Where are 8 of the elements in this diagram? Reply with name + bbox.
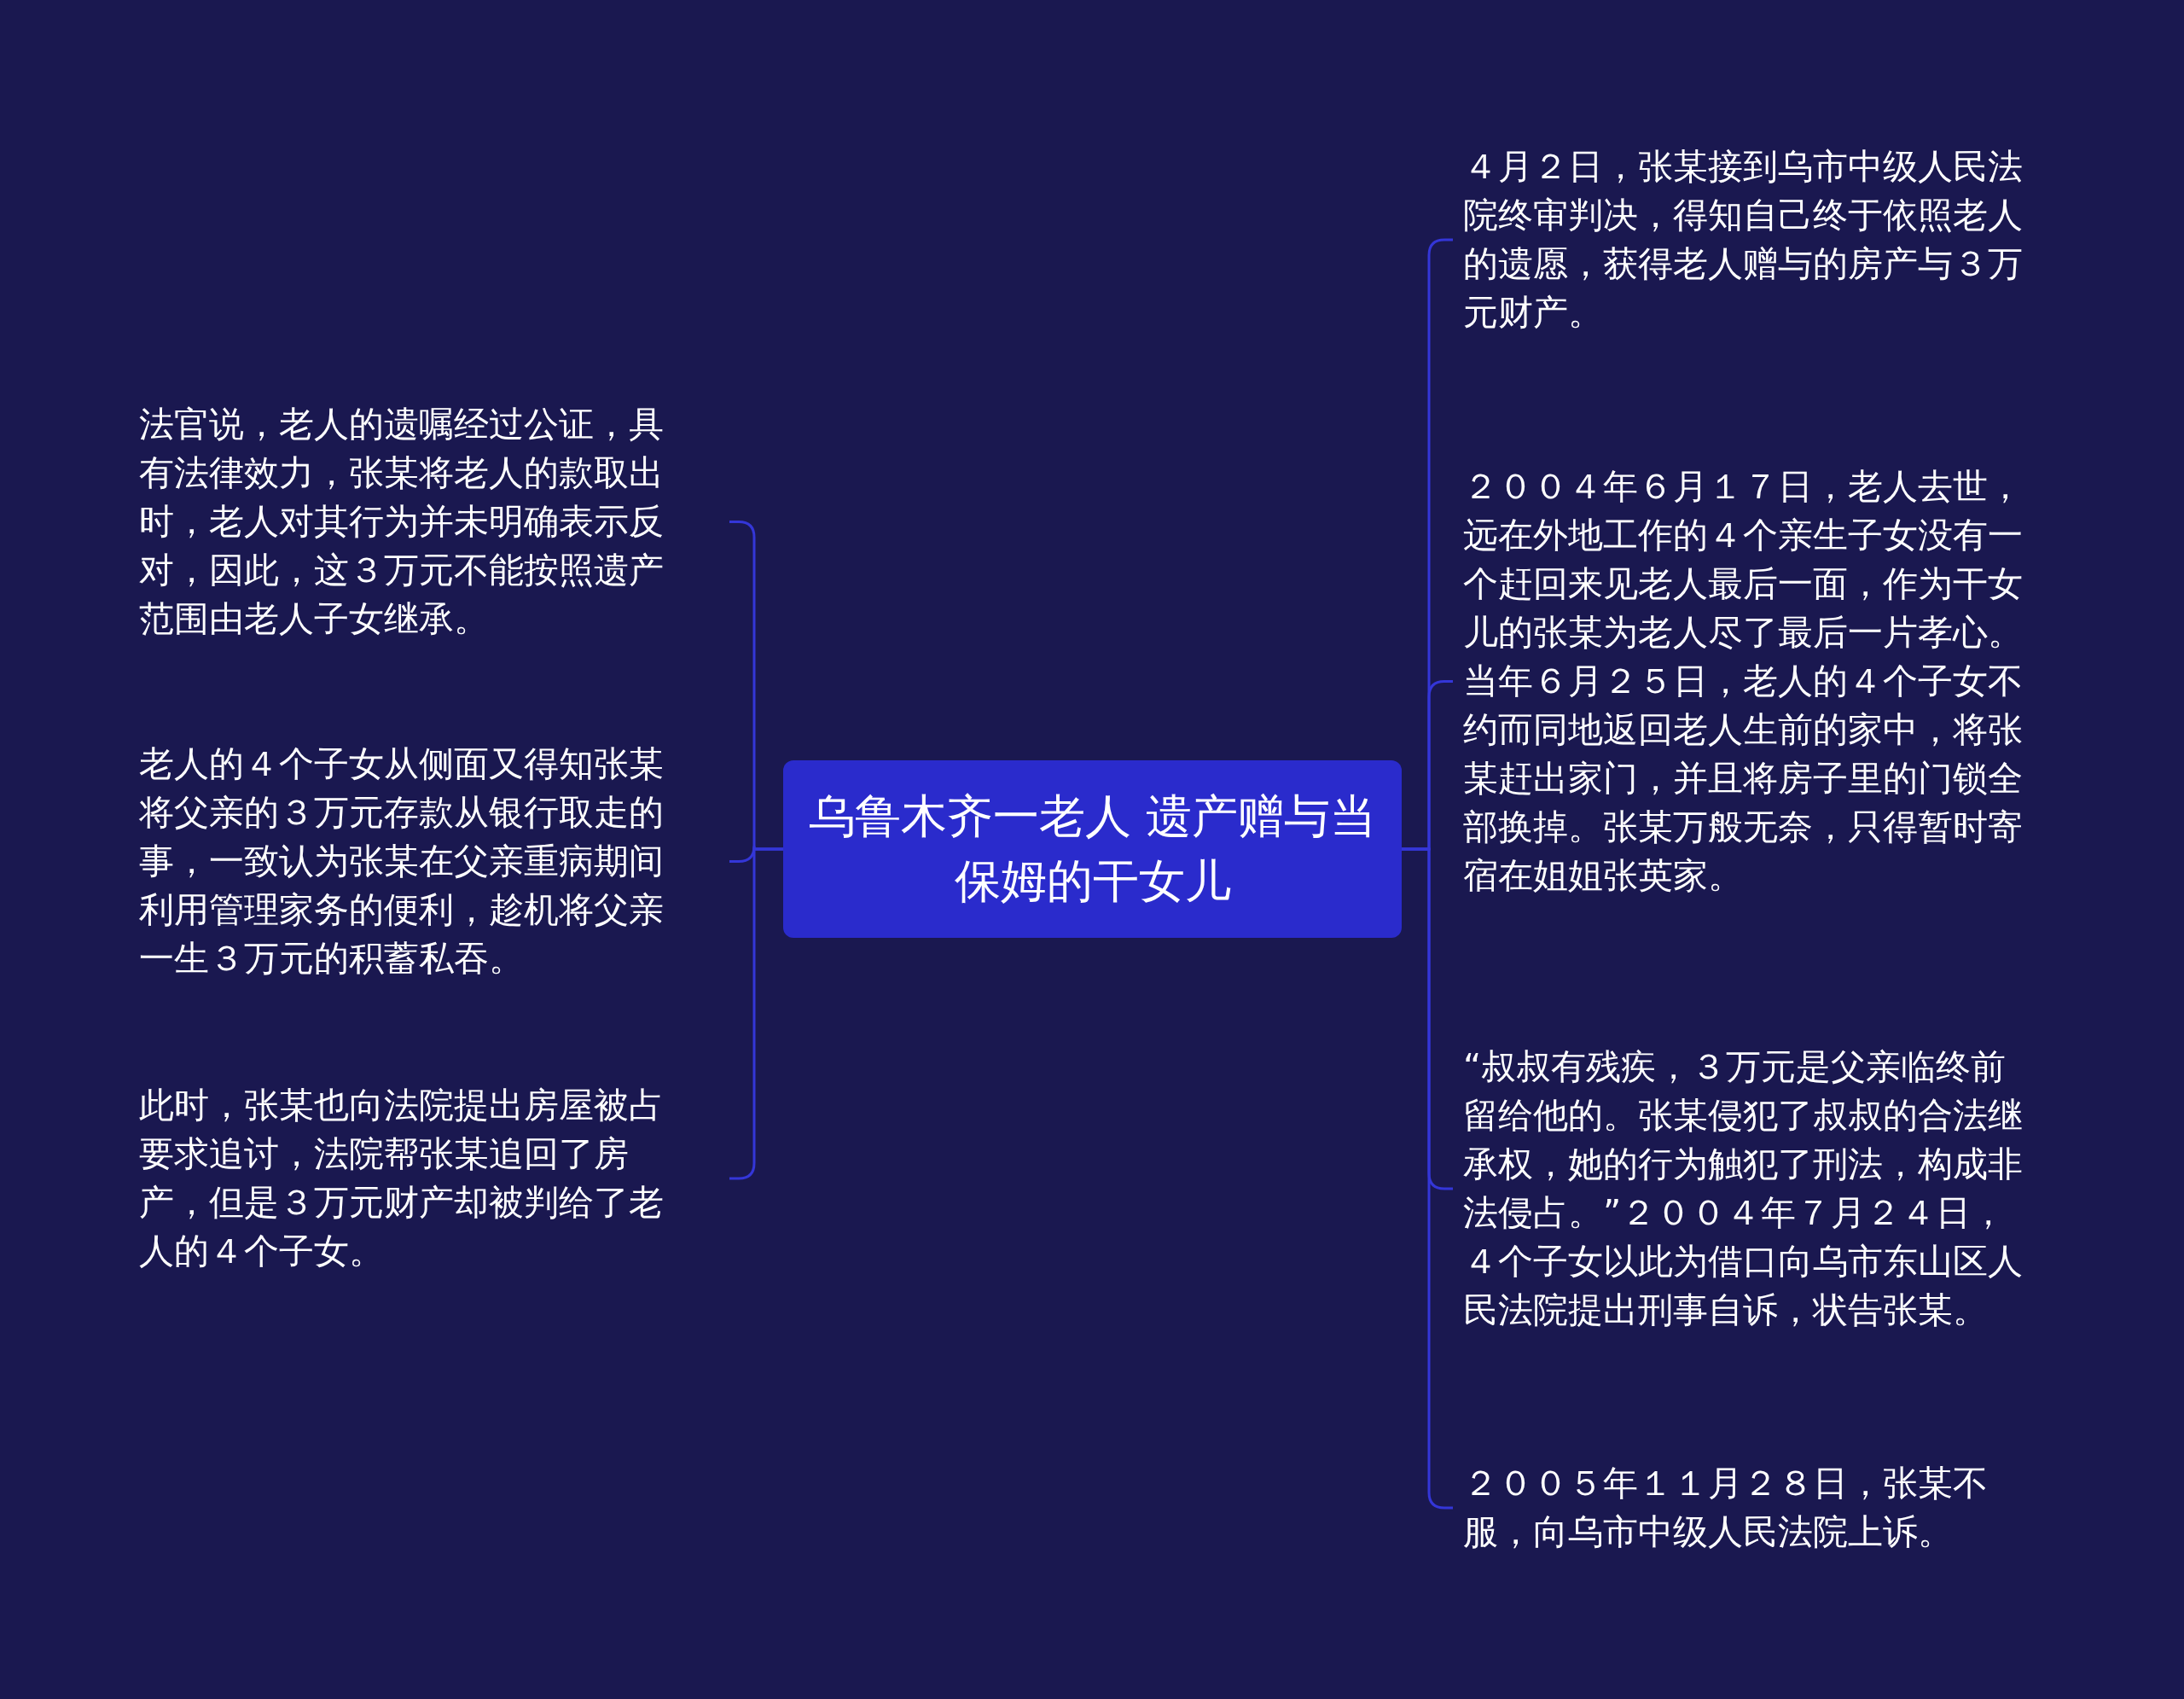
topic-text: “叔叔有残疾，３万元是父亲临终前留给他的。张某侵犯了叔叔的合法继承权，她的行为触犯了刑法，构成非法侵占。”２００４年７月２４日，４个子女以此为借口向乌市东山区人民法院提出刑事自诉，状告张某。 <box>1453 1043 2033 1335</box>
topic-text: ４月２日，张某接到乌市中级人民法院终审判决，得知自己终于依照老人的遗愿，获得老人赠与的房产与３万元财产。 <box>1453 143 2033 337</box>
topic-text: 老人的４个子女从侧面又得知张某将父亲的３万元存款从银行取走的事，一致认为张某在父亲重病期间利用管理家务的便利，趁机将父亲一生３万元的积蓄私吞。 <box>139 739 729 983</box>
topic-text: ２００４年６月１７日，老人去世，远在外地工作的４个亲生子女没有一个赶回来见老人最后一面，作为干女儿的张某为老人尽了最后一片孝心。当年６月２５日，老人的４个子女不约而同地返回老人生前的家中，将张某赶出家门，并且将房子里的门锁全部换掉。张某万般无奈，只得暂时寄宿在姐姐张英家。 <box>1453 462 2033 900</box>
central-topic: 乌鲁木齐一老人 遗产赠与当保姆的干女儿 <box>783 760 1402 938</box>
topic-text: ２００５年１１月２８日，张某不服，向乌市中级人民法院上诉。 <box>1453 1459 2033 1556</box>
topic-text: 法官说，老人的遗嘱经过公证，具有法律效力，张某将老人的款取出时，老人对其行为并未明确表示反对，因此，这３万元不能按照遗产范围由老人子女继承。 <box>139 399 729 643</box>
topic-text: 此时，张某也向法院提出房屋被占要求追讨，法院帮张某追回了房产，但是３万元财产却被判给了老人的４个子女。 <box>139 1081 729 1276</box>
